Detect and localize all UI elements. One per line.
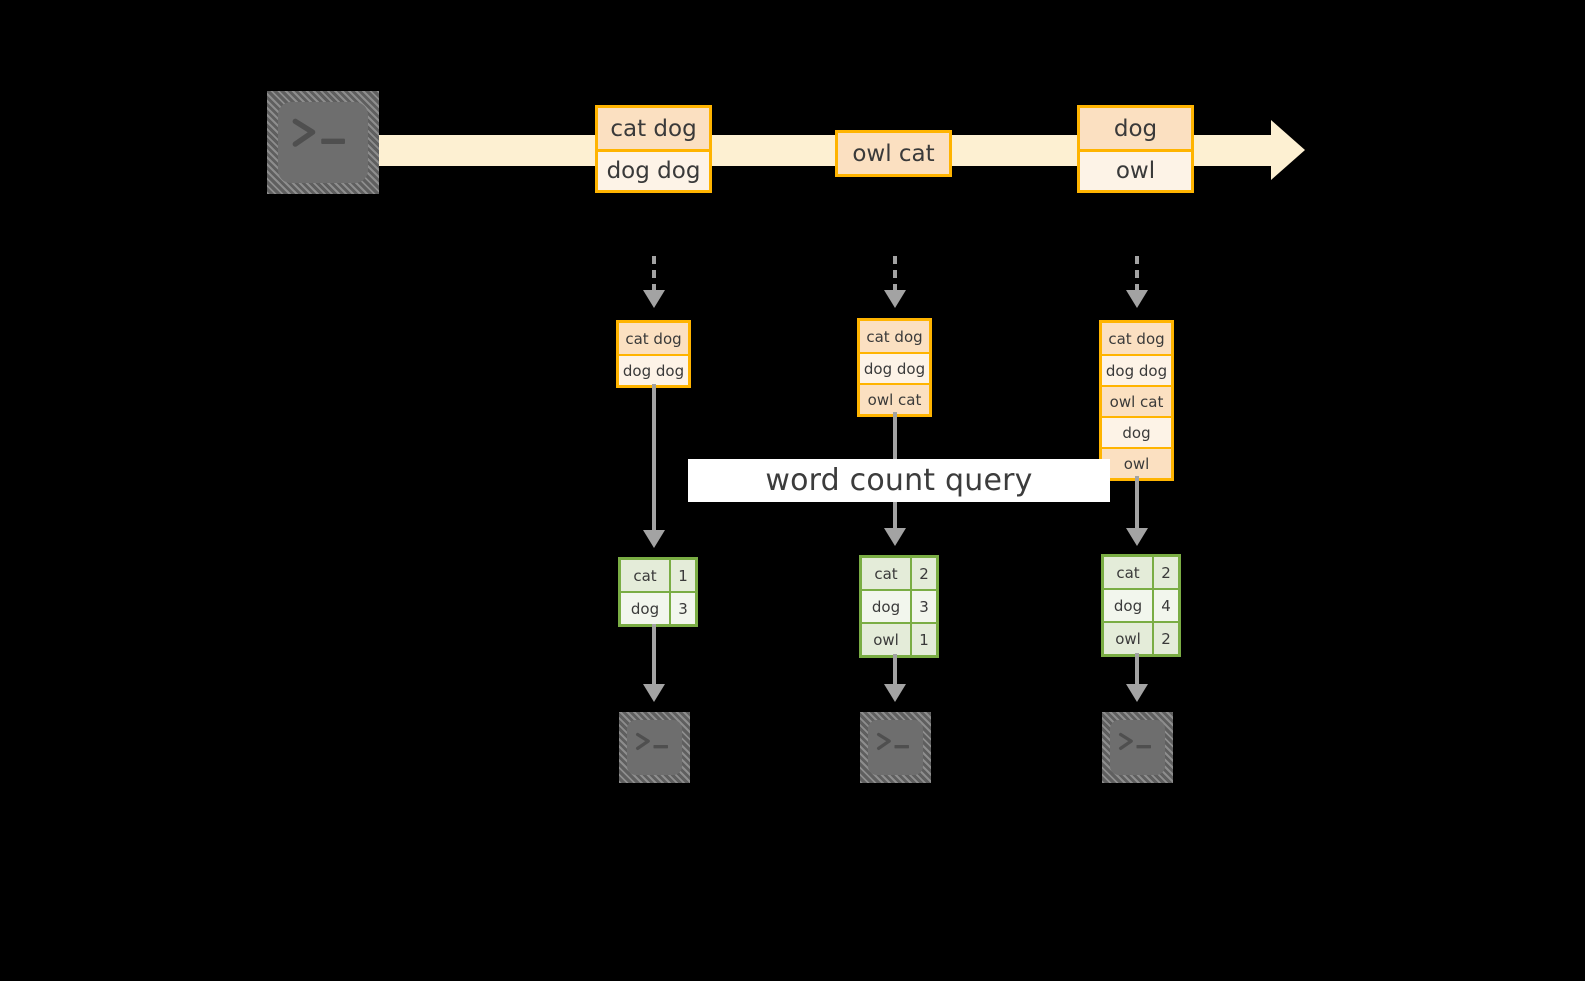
count-cell: 3: [910, 591, 936, 622]
batch-line: cat dog: [1102, 323, 1171, 354]
batch-line: cat dog: [619, 323, 688, 354]
snapshot-1-batch: cat dog dog dog: [616, 320, 691, 388]
stream-message-3: dog owl: [1077, 105, 1194, 193]
table-row: owl 1: [862, 622, 936, 655]
message-line: cat dog: [598, 108, 709, 149]
count-cell: 2: [910, 558, 936, 589]
snapshot-3-batch: cat dog dog dog owl cat dog owl: [1099, 320, 1174, 481]
message-line: dog dog: [598, 149, 709, 190]
batch-line: dog dog: [619, 354, 688, 385]
snapshot-1-trigger-arrowhead: [643, 290, 665, 308]
word-cell: cat: [621, 560, 669, 591]
batch-line: owl: [1102, 447, 1171, 478]
prompt-glyph: [876, 728, 916, 756]
snapshot-1-result-table: cat 1 dog 3: [618, 557, 698, 627]
batch-line: dog: [1102, 416, 1171, 447]
message-line: dog: [1080, 108, 1191, 149]
terminal-screen: [627, 720, 682, 775]
table-row: cat 2: [862, 558, 936, 589]
snapshot-3-sink-arrowhead: [1126, 684, 1148, 702]
snapshot-2-sink-terminal-icon: [860, 712, 931, 783]
snapshot-3-sink-line: [1135, 653, 1139, 686]
batch-line: owl cat: [860, 383, 929, 414]
snapshot-1-sink-arrowhead: [643, 684, 665, 702]
snapshot-3-trigger-line: [1135, 256, 1139, 292]
snapshot-1-sink-terminal-icon: [619, 712, 690, 783]
table-row: owl 2: [1104, 621, 1178, 654]
table-row: dog 3: [862, 589, 936, 622]
snapshot-2-sink-arrowhead: [884, 684, 906, 702]
word-cell: owl: [862, 624, 910, 655]
message-line: owl: [1080, 149, 1191, 190]
terminal-screen: [1110, 720, 1165, 775]
word-cell: owl: [1104, 623, 1152, 654]
snapshot-2-trigger-arrowhead: [884, 290, 906, 308]
table-row: dog 3: [621, 591, 695, 624]
snapshot-1-query-line: [652, 384, 656, 532]
message-line: owl cat: [838, 133, 949, 174]
prompt-glyph: [1118, 728, 1158, 756]
table-row: dog 4: [1104, 588, 1178, 621]
count-cell: 1: [669, 560, 695, 591]
prompt-glyph: [635, 728, 675, 756]
snapshot-3-trigger-arrowhead: [1126, 290, 1148, 308]
table-row: cat 2: [1104, 557, 1178, 588]
snapshot-2-sink-line: [893, 654, 897, 686]
snapshot-1-sink-line: [652, 624, 656, 686]
batch-line: dog dog: [1102, 354, 1171, 385]
snapshot-3-query-line: [1135, 476, 1139, 530]
query-banner-label: word count query: [765, 463, 1033, 498]
word-cell: dog: [1104, 590, 1152, 621]
stream-message-1: cat dog dog dog: [595, 105, 712, 193]
snapshot-3-result-table: cat 2 dog 4 owl 2: [1101, 554, 1181, 657]
snapshot-3-sink-terminal-icon: [1102, 712, 1173, 783]
snapshot-2-query-arrowhead: [884, 528, 906, 546]
stream-message-2: owl cat: [835, 130, 952, 177]
count-cell: 2: [1152, 623, 1178, 654]
terminal-screen: [868, 720, 923, 775]
snapshot-3-query-arrowhead: [1126, 528, 1148, 546]
count-cell: 1: [910, 624, 936, 655]
terminal-screen: [278, 102, 368, 183]
batch-line: dog dog: [860, 352, 929, 383]
snapshot-1-query-arrowhead: [643, 530, 665, 548]
query-banner: word count query: [688, 459, 1110, 502]
snapshot-2-result-table: cat 2 dog 3 owl 1: [859, 555, 939, 658]
snapshot-1-trigger-line: [652, 256, 656, 292]
batch-line: owl cat: [1102, 385, 1171, 416]
word-cell: dog: [621, 593, 669, 624]
source-terminal-icon: [267, 91, 379, 194]
table-row: cat 1: [621, 560, 695, 591]
word-cell: cat: [1104, 557, 1152, 588]
snapshot-2-trigger-line: [893, 256, 897, 292]
count-cell: 4: [1152, 590, 1178, 621]
count-cell: 2: [1152, 557, 1178, 588]
count-cell: 3: [669, 593, 695, 624]
prompt-glyph: [291, 113, 356, 154]
word-cell: cat: [862, 558, 910, 589]
word-cell: dog: [862, 591, 910, 622]
batch-line: cat dog: [860, 321, 929, 352]
snapshot-2-batch: cat dog dog dog owl cat: [857, 318, 932, 417]
stream-arrow-head: [1271, 120, 1305, 180]
